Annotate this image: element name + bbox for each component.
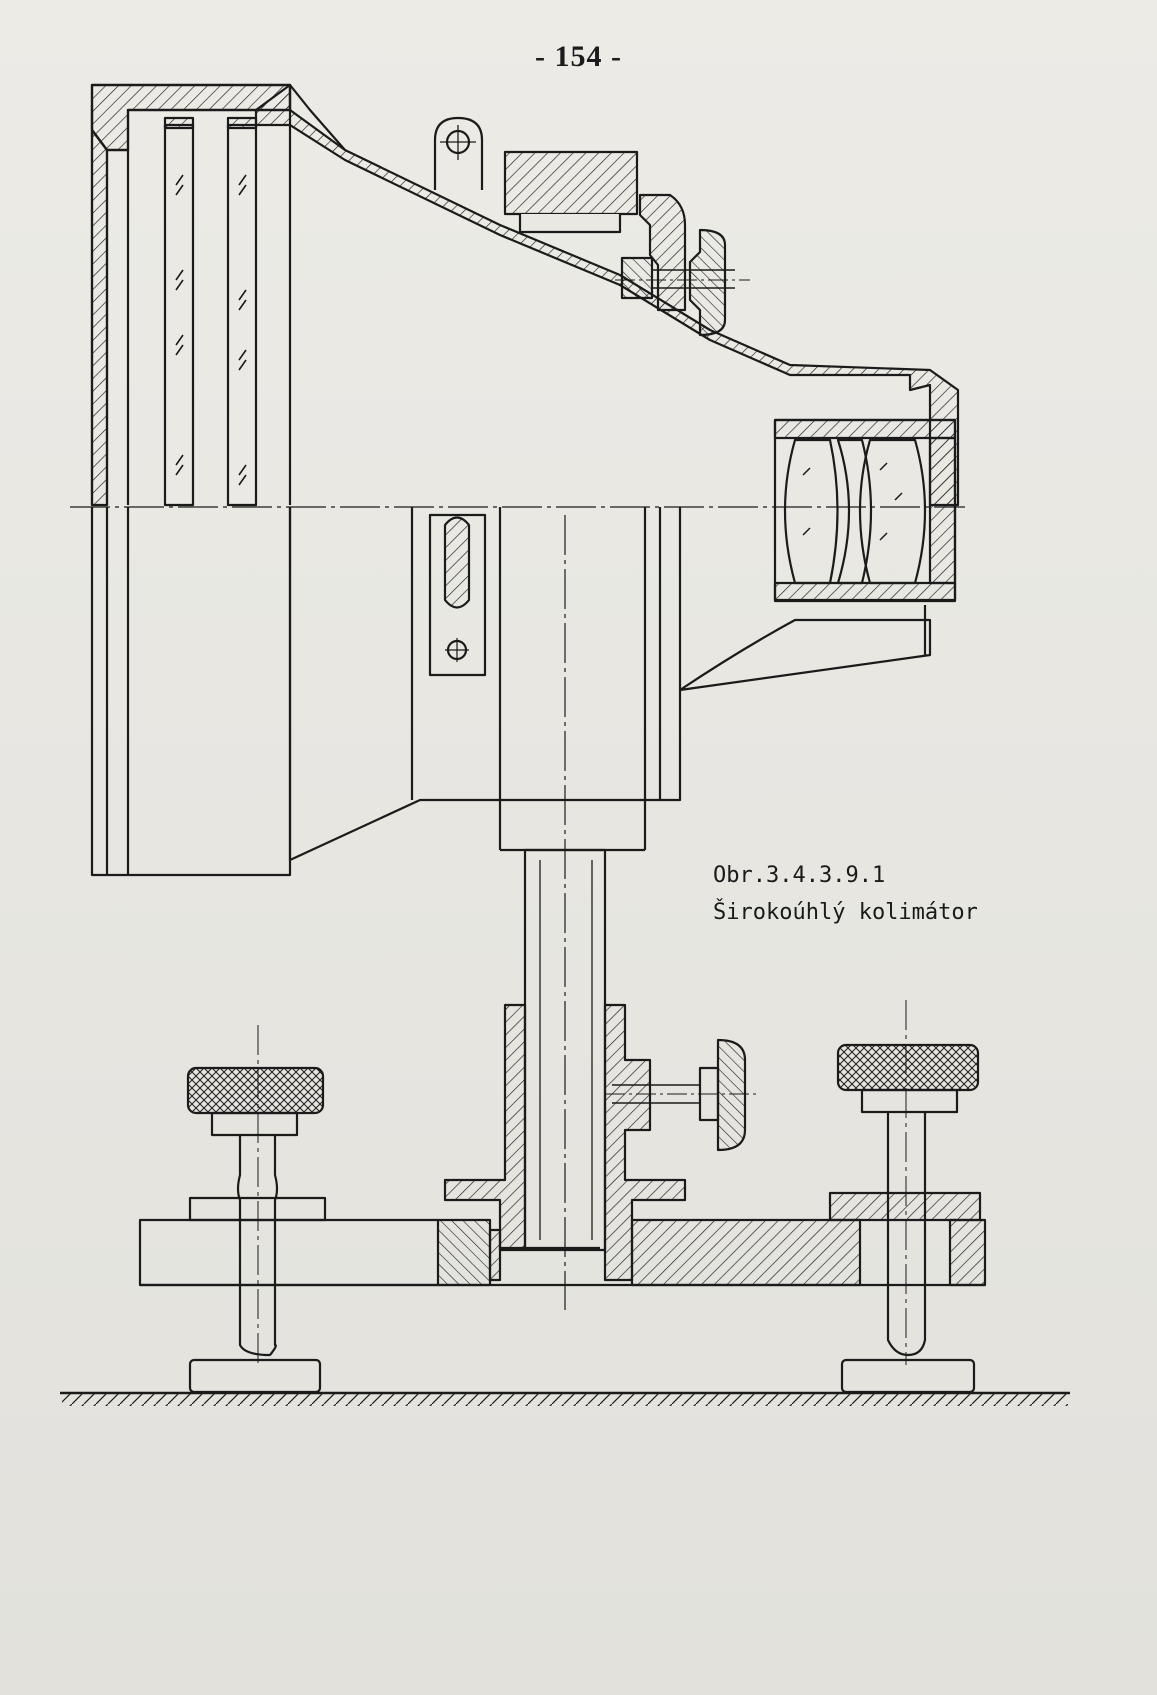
main-housing-upper [90,83,292,507]
ground-surface [60,1391,1070,1406]
figure-caption: Obr.3.4.3.9.1 Širokoúhlý kolimátor [713,857,978,931]
upper-knurled-screw [615,228,750,337]
page-number: - 154 - [535,40,622,73]
column-side-screw [605,1038,760,1152]
bubble-level [428,513,487,677]
figure-label: Obr.3.4.3.9.1 [713,863,886,888]
left-leveling-screw [186,1025,325,1394]
main-housing-lower [90,507,932,877]
figure-title: Širokoúhlý kolimátor [713,900,978,925]
glass-plates [163,116,258,507]
right-leveling-screw [836,1000,980,1394]
support-column [443,848,687,1282]
base-plate [138,1191,987,1287]
clamp-block [503,150,687,312]
conical-body [254,83,960,507]
lens-barrel [773,418,957,603]
mounting-eye [433,116,484,190]
